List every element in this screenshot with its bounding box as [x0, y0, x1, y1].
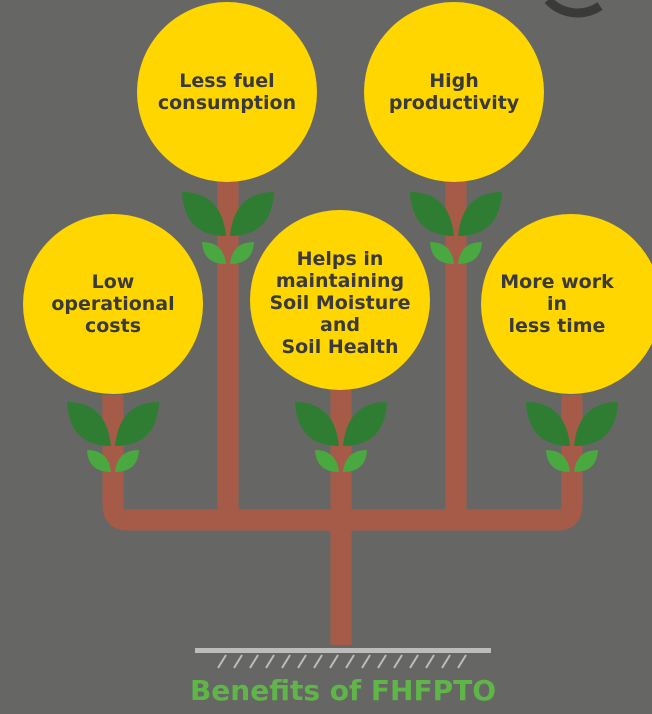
leaf-large-left — [182, 192, 226, 236]
benefit-label-fuel: Less fuel consumption — [157, 70, 297, 114]
ground-hatch-line — [329, 654, 339, 669]
diagram-title: Benefits of FHFPTO — [189, 674, 497, 707]
ground-hatch-line — [217, 654, 227, 669]
corner-arc-decoration — [544, 0, 603, 18]
ground-hatch-line — [441, 654, 451, 669]
branch-inner-right — [341, 180, 467, 531]
ground-hatch-line — [297, 654, 307, 669]
leaf-large-right — [115, 402, 159, 446]
benefit-circle-soil: Helps in maintaining Soil Moisture and S… — [250, 210, 430, 390]
branch-inner-left — [217, 180, 341, 531]
ground-hatch-line — [313, 654, 323, 669]
ground-hatching — [217, 654, 467, 669]
benefit-circle-productivity: High productivity — [364, 2, 544, 182]
ground-hatch-line — [281, 654, 291, 669]
leaves — [67, 192, 618, 472]
ground-hatch-line — [425, 654, 435, 669]
leaf-small-right — [115, 450, 139, 472]
leaf-small-left — [315, 450, 339, 472]
leaf-large-left — [67, 402, 111, 446]
leaf-small-left — [87, 450, 111, 472]
benefit-circle-low-costs: Low operational costs — [23, 214, 203, 394]
ground-line — [195, 648, 491, 653]
leaf-small-left — [202, 242, 226, 264]
leaf-large-right — [230, 192, 274, 236]
leaf-small-right — [230, 242, 254, 264]
leaf-large-left — [295, 402, 339, 446]
leaf-small-left — [430, 242, 454, 264]
leaf-small-right — [574, 450, 598, 472]
leaf-small-left — [546, 450, 570, 472]
benefit-circle-fuel: Less fuel consumption — [137, 2, 317, 182]
ground-hatch-line — [233, 654, 243, 669]
leaf-large-right — [458, 192, 502, 236]
leaf-large-right — [574, 402, 618, 446]
benefit-label-soil: Helps in maintaining Soil Moisture and S… — [269, 248, 411, 358]
leaf-large-left — [410, 192, 454, 236]
leaf-small-right — [343, 450, 367, 472]
ground-hatch-line — [345, 654, 355, 669]
ground-hatch-line — [393, 654, 403, 669]
ground-hatch-line — [457, 654, 467, 669]
benefit-label-low-costs: Low operational costs — [51, 271, 175, 337]
ground-hatch-line — [409, 654, 419, 669]
benefit-circle-more-work: More work in less time — [481, 214, 652, 394]
ground-hatch-line — [377, 654, 387, 669]
ground-hatch-line — [249, 654, 259, 669]
tree-trunk — [102, 180, 583, 645]
benefit-label-more-work: More work in less time — [500, 271, 614, 337]
leaf-large-left — [526, 402, 570, 446]
ground-hatch-line — [361, 654, 371, 669]
ground-hatch-line — [265, 654, 275, 669]
benefit-label-productivity: High productivity — [388, 70, 520, 114]
leaf-small-right — [458, 242, 482, 264]
leaf-large-right — [343, 402, 387, 446]
